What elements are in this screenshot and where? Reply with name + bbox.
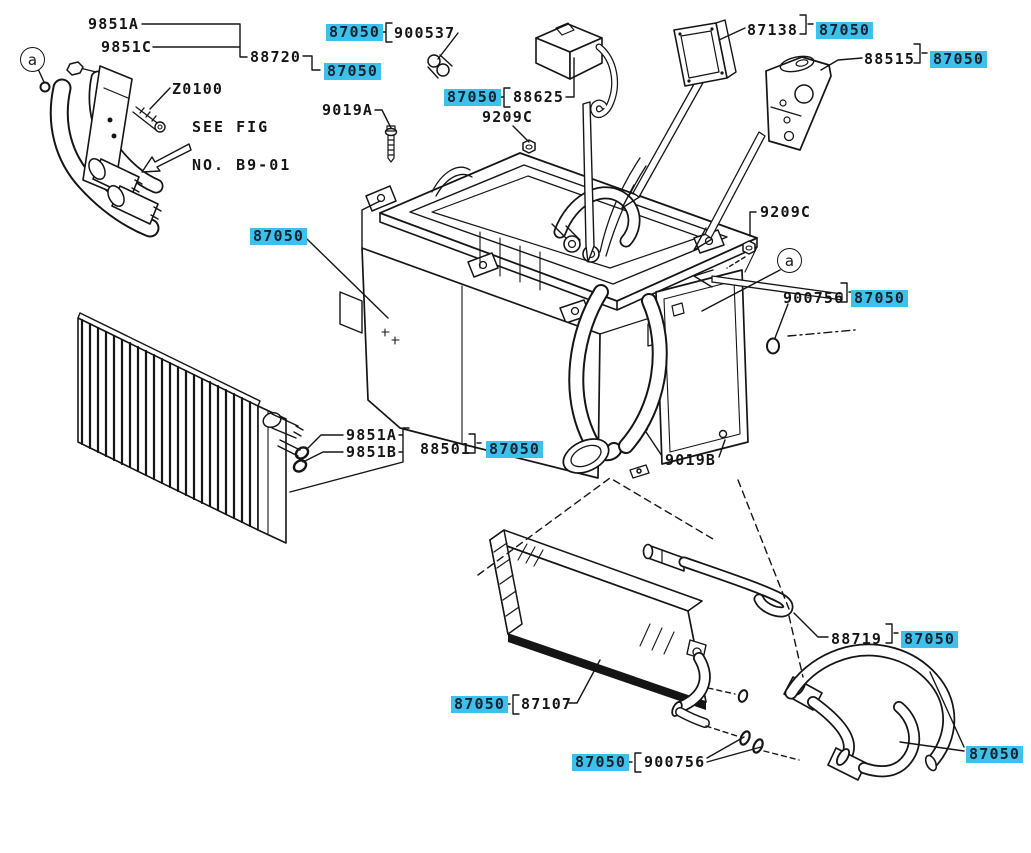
pipe-assembly	[39, 61, 166, 238]
part-label-88719[interactable]: 88719	[831, 630, 883, 648]
part-label-87050-highlighted[interactable]: 87050	[486, 441, 544, 458]
part-label-9851c[interactable]: 9851C	[101, 38, 153, 56]
assembly-guides	[477, 256, 856, 761]
view-marker-label: a	[27, 50, 38, 69]
part-label-9019a[interactable]: 9019A	[322, 101, 374, 119]
o-ring-9851a-left	[39, 81, 51, 93]
o-ring-9851b	[292, 459, 308, 473]
grommet-9209c-top	[522, 139, 536, 154]
clamp-900537	[427, 54, 441, 68]
see-fig-arrow	[141, 143, 192, 173]
part-label-900756[interactable]: 900756	[783, 289, 845, 307]
part-label-87050-highlighted[interactable]: 87050	[966, 746, 1024, 763]
heater-core	[489, 529, 794, 754]
part-label-87050-highlighted[interactable]: 87050	[572, 754, 630, 771]
nut-9851c	[66, 61, 84, 76]
part-label-87050-highlighted[interactable]: 87050	[851, 290, 909, 307]
heater-hoses	[783, 643, 956, 781]
part-label-87050-highlighted[interactable]: 87050	[816, 22, 874, 39]
part-label-9851b[interactable]: 9851B	[346, 443, 398, 461]
part-label-87050-highlighted[interactable]: 87050	[324, 63, 382, 80]
part-label-9209c[interactable]: 9209C	[760, 203, 812, 221]
see-fig-note: SEE FIG NO. B9-01	[192, 118, 291, 175]
part-label-88625[interactable]: 88625	[513, 88, 565, 106]
part-label-z0100[interactable]: Z0100	[172, 80, 224, 98]
view-marker-label: a	[784, 251, 795, 270]
relay-88625	[535, 22, 619, 119]
see-fig-line1: SEE FIG	[192, 118, 270, 136]
part-label-88501[interactable]: 88501	[420, 440, 472, 458]
grommet-9209c-right	[742, 240, 756, 255]
case-wiring-and-ducts	[431, 157, 668, 479]
part-label-900537[interactable]: 900537	[394, 24, 456, 42]
part-label-88515[interactable]: 88515	[864, 50, 916, 68]
part-label-87050-highlighted[interactable]: 87050	[451, 696, 509, 713]
part-label-87050-highlighted[interactable]: 87050	[326, 24, 384, 41]
part-label-900756[interactable]: 900756	[644, 753, 706, 771]
part-label-87050-highlighted[interactable]: 87050	[250, 228, 308, 245]
module-87138	[673, 19, 737, 87]
part-label-87107[interactable]: 87107	[521, 695, 573, 713]
hvac-case-body	[339, 200, 657, 479]
part-label-9851a[interactable]: 9851A	[88, 15, 140, 33]
o-ring-900756	[739, 730, 751, 746]
part-label-87050-highlighted[interactable]: 87050	[930, 51, 988, 68]
part-label-87050-highlighted[interactable]: 87050	[901, 631, 959, 648]
o-ring-900756-right	[766, 337, 780, 355]
evaporator-core	[77, 312, 310, 544]
see-fig-line2: NO. B9-01	[192, 156, 292, 174]
part-label-9019b[interactable]: 9019B	[665, 451, 717, 469]
part-label-9851a[interactable]: 9851A	[346, 426, 398, 444]
o-ring-900756	[752, 738, 764, 754]
part-label-9209c[interactable]: 9209C	[482, 108, 534, 126]
bolt-z0100	[132, 106, 161, 131]
part-label-88720[interactable]: 88720	[250, 48, 302, 66]
expansion-valve-88515	[765, 55, 832, 151]
small-hardware	[384, 54, 780, 355]
view-marker-a-right: a	[777, 248, 802, 273]
part-label-87050-highlighted[interactable]: 87050	[444, 89, 502, 106]
part-label-87138[interactable]: 87138	[747, 21, 799, 39]
leader-lines	[37, 14, 965, 773]
view-marker-a-left: a	[20, 47, 45, 72]
